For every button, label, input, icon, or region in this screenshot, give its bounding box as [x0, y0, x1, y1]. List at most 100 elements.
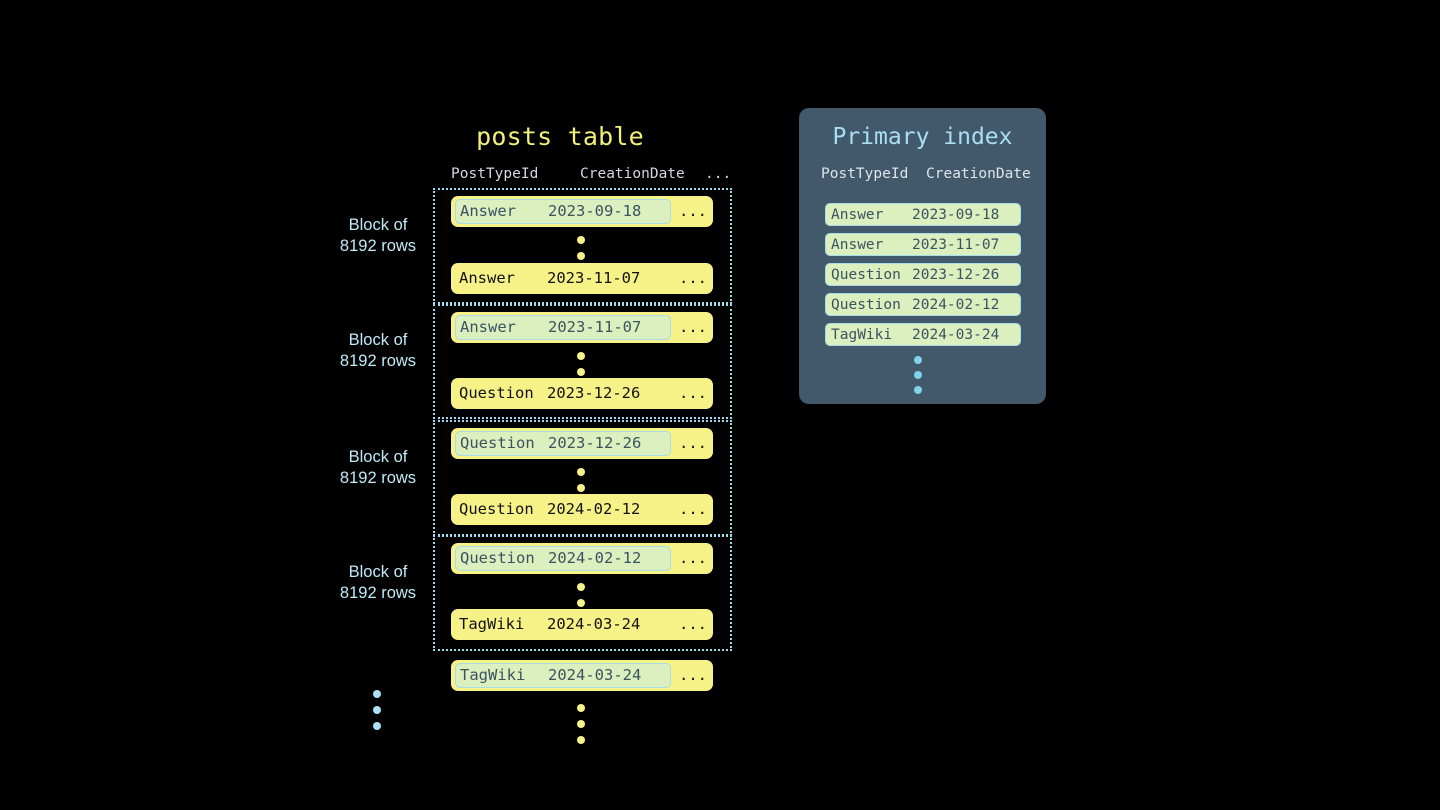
dot-icon	[577, 252, 585, 260]
column-header-more: ...	[705, 166, 732, 182]
cell-creationdate: 2023-12-26	[547, 384, 641, 402]
dot-icon	[577, 599, 585, 607]
primary-index-column-headers: PostTypeId CreationDate	[799, 166, 1046, 186]
cell-more: ...	[679, 615, 707, 633]
cell-posttypeid: Question	[460, 434, 535, 452]
table-row[interactable]: Answer 2023-11-07 ...	[451, 263, 713, 294]
index-granule-marker	[455, 431, 671, 456]
table-row[interactable]: Question 2024-02-12 ...	[451, 494, 713, 525]
cell-posttypeid: Question	[459, 384, 534, 402]
table-row[interactable]: TagWiki 2024-03-24 ...	[451, 609, 713, 640]
cell-posttypeid: TagWiki	[831, 327, 893, 343]
table-continuation-dots	[577, 704, 586, 744]
block-label-line1: Block of	[348, 563, 408, 581]
cell-more: ...	[679, 318, 707, 336]
cell-more: ...	[679, 434, 707, 452]
cell-posttypeid: Question	[459, 500, 534, 518]
index-granule-marker	[455, 315, 671, 340]
table-row[interactable]: Question 2023-12-26 ...	[451, 378, 713, 409]
cell-posttypeid: Answer	[460, 318, 516, 336]
block-label-line1: Block of	[348, 216, 408, 234]
cell-posttypeid: TagWiki	[460, 666, 526, 684]
dot-icon	[373, 706, 381, 714]
cell-more: ...	[679, 549, 707, 567]
cell-posttypeid: Answer	[831, 207, 884, 223]
cell-creationdate: 2024-03-24	[912, 327, 1000, 343]
block-outline-2	[433, 304, 732, 419]
cell-creationdate: 2023-11-07	[548, 318, 642, 336]
index-granule-marker	[455, 663, 671, 688]
block-label-line1: Block of	[348, 448, 408, 466]
cell-creationdate: 2023-11-07	[912, 237, 1000, 253]
block-outline-4	[433, 535, 732, 651]
cell-creationdate: 2024-03-24	[548, 666, 642, 684]
cell-creationdate: 2023-12-26	[548, 434, 642, 452]
index-entry[interactable]: Question 2024-02-12	[825, 293, 1021, 316]
cell-creationdate: 2023-11-07	[547, 269, 641, 287]
blocks-area: Block of 8192 rows Block of 8192 rows Bl…	[330, 188, 750, 758]
index-entry[interactable]: Question 2023-12-26	[825, 263, 1021, 286]
cell-posttypeid: Question	[831, 297, 901, 313]
table-row[interactable]: Question 2024-02-12 ...	[451, 543, 713, 574]
column-header-creationdate: CreationDate	[926, 166, 1031, 182]
cell-posttypeid: Question	[460, 549, 535, 567]
index-entry[interactable]: Answer 2023-11-07	[825, 233, 1021, 256]
cell-more: ...	[679, 202, 707, 220]
dot-icon	[577, 352, 585, 360]
cell-posttypeid: Question	[831, 267, 901, 283]
dot-icon	[577, 484, 585, 492]
cell-more: ...	[679, 269, 707, 287]
index-entry[interactable]: Answer 2023-09-18	[825, 203, 1021, 226]
cell-creationdate: 2024-02-12	[548, 549, 642, 567]
dot-icon	[577, 368, 585, 376]
block-label-line2: 8192 rows	[339, 237, 417, 255]
dot-icon	[373, 690, 381, 698]
block-label-4: Block of 8192 rows	[330, 562, 426, 604]
primary-index-panel: Primary index PostTypeId CreationDate An…	[799, 108, 1046, 404]
table-row[interactable]: Answer 2023-11-07 ...	[451, 312, 713, 343]
cell-creationdate: 2023-12-26	[912, 267, 1000, 283]
dot-icon	[914, 371, 922, 379]
index-granule-marker	[455, 199, 671, 224]
cell-creationdate: 2023-09-18	[912, 207, 1000, 223]
primary-index-title: Primary index	[832, 124, 1013, 150]
block-label-3: Block of 8192 rows	[330, 447, 426, 489]
block-label-1: Block of 8192 rows	[330, 215, 426, 257]
index-entry[interactable]: TagWiki 2024-03-24	[825, 323, 1021, 346]
dot-icon	[577, 720, 585, 728]
cell-posttypeid: Answer	[459, 269, 515, 287]
cell-posttypeid: TagWiki	[459, 615, 525, 633]
dot-icon	[577, 736, 585, 744]
column-header-creationdate: CreationDate	[580, 166, 685, 182]
cell-posttypeid: Answer	[831, 237, 884, 253]
posts-table-column-headers: PostTypeId CreationDate ...	[433, 166, 731, 186]
dot-icon	[914, 356, 922, 364]
dot-icon	[577, 236, 585, 244]
cell-more: ...	[679, 500, 707, 518]
block-outline-1	[433, 188, 732, 304]
block-label-line1: Block of	[348, 331, 408, 349]
block-label-2: Block of 8192 rows	[330, 330, 426, 372]
posts-table-section: posts table PostTypeId CreationDate ... …	[330, 110, 750, 750]
dot-icon	[577, 704, 585, 712]
block-label-line2: 8192 rows	[339, 584, 417, 602]
index-continuation-dots	[914, 356, 922, 401]
table-row[interactable]: TagWiki 2024-03-24 ...	[451, 660, 713, 691]
cell-posttypeid: Answer	[460, 202, 516, 220]
table-row[interactable]: Question 2023-12-26 ...	[451, 428, 713, 459]
column-header-posttypeid: PostTypeId	[451, 166, 539, 182]
block-label-line2: 8192 rows	[339, 469, 417, 487]
dot-icon	[577, 468, 585, 476]
cell-creationdate: 2023-09-18	[548, 202, 642, 220]
dot-icon	[373, 722, 381, 730]
dot-icon	[914, 386, 922, 394]
block-label-line2: 8192 rows	[339, 352, 417, 370]
dot-icon	[577, 583, 585, 591]
cell-creationdate: 2024-02-12	[547, 500, 641, 518]
index-granule-marker	[455, 546, 671, 571]
cell-more: ...	[679, 384, 707, 402]
block-continuation-dots	[373, 690, 382, 730]
cell-more: ...	[679, 666, 707, 684]
cell-creationdate: 2024-03-24	[547, 615, 641, 633]
table-row[interactable]: Answer 2023-09-18 ...	[451, 196, 713, 227]
